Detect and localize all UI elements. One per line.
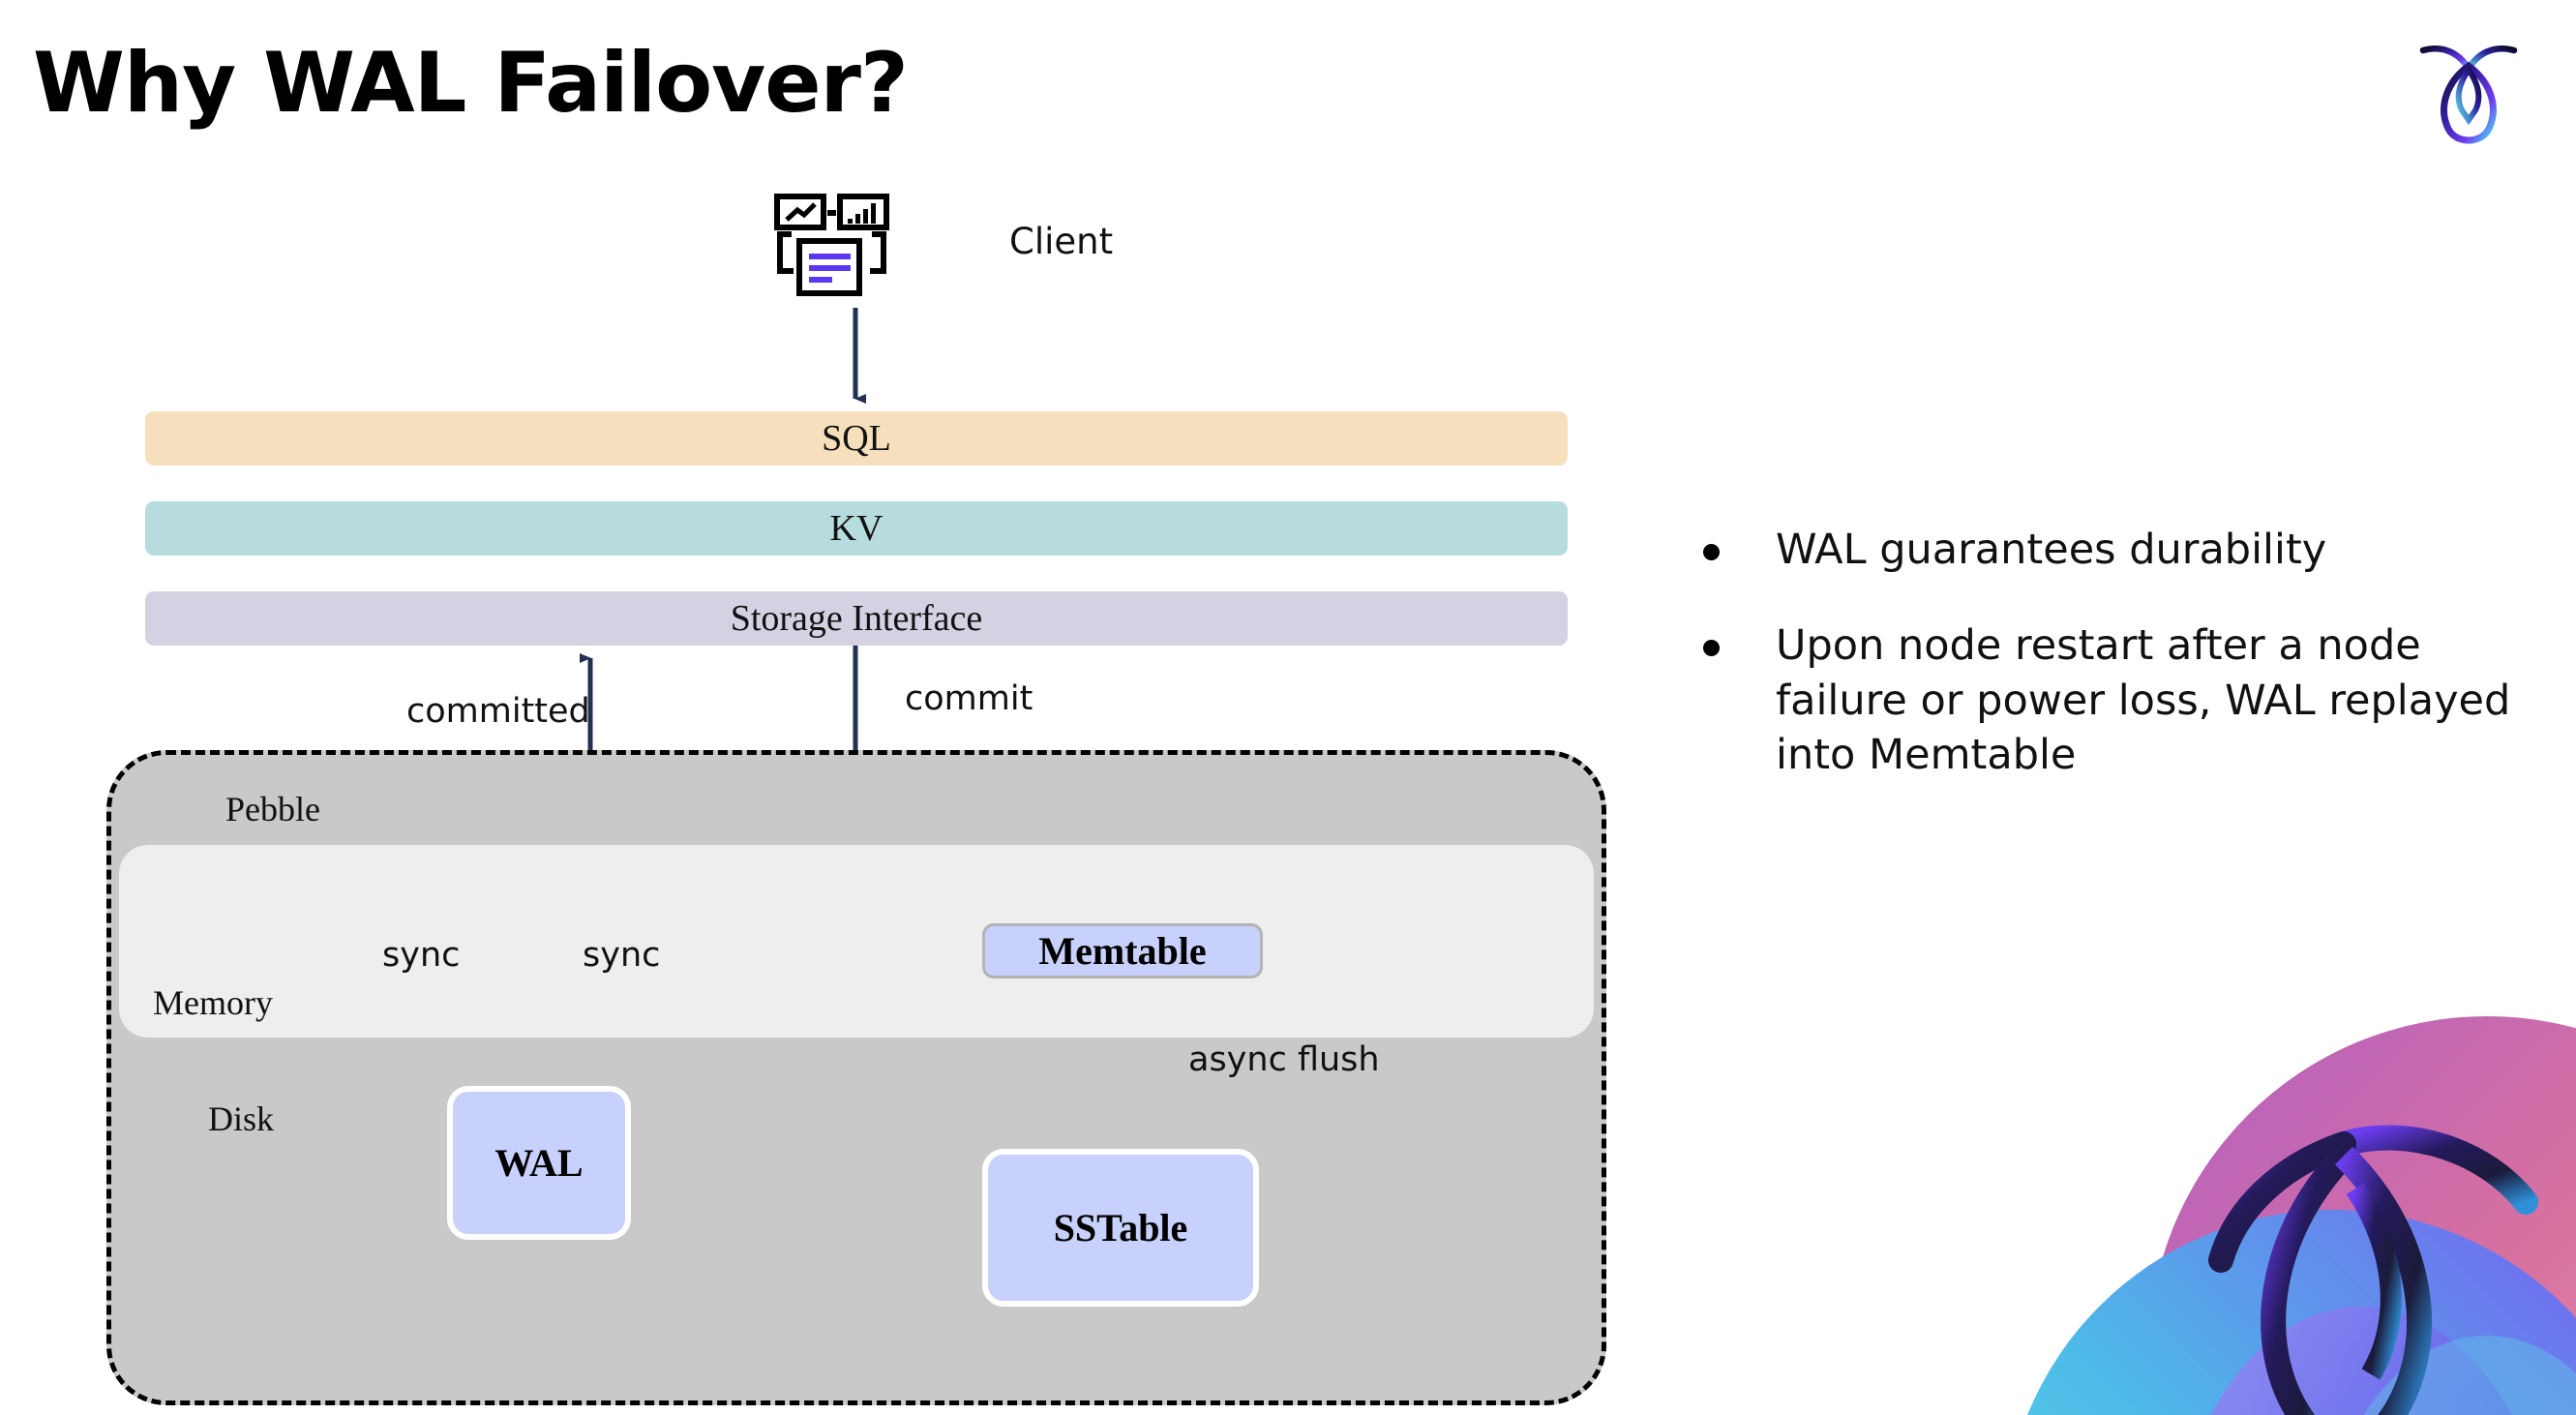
layer-label-storage: Storage Interface (730, 598, 983, 639)
edge-label-async-flush: async flush (1188, 1040, 1380, 1079)
client-dashboard-icon (774, 194, 889, 296)
node-label-wal: WAL (494, 1141, 584, 1185)
edge-label-sync-right: sync (583, 936, 661, 975)
layer-bar-kv: KV (145, 501, 1568, 556)
node-label-sstable: SSTable (1053, 1206, 1188, 1249)
layer-bar-storage: Storage Interface (145, 591, 1568, 646)
memory-zone (119, 845, 1594, 1038)
client-label: Client (1009, 221, 1114, 262)
decorative-gradient-circles (2027, 1016, 2576, 1415)
layer-label-sql: SQL (822, 418, 891, 459)
pebble-label: Pebble (225, 790, 320, 828)
architecture-diagram: Client SQL KV Storage Interface Pebble M… (106, 194, 1606, 1405)
node-label-memtable: Memtable (1038, 929, 1207, 973)
list-item: Upon node restart after a node failure o… (1703, 618, 2516, 783)
bullet-list: WAL guarantees durability Upon node rest… (1703, 523, 2516, 824)
node-wal: WAL (447, 1086, 631, 1240)
memory-label: Memory (153, 983, 273, 1022)
node-sstable: SSTable (982, 1149, 1259, 1307)
bullet-text: WAL guarantees durability (1776, 526, 2327, 574)
edge-label-committed: committed (406, 692, 590, 731)
bullet-text: Upon node restart after a node failure o… (1776, 620, 2511, 780)
layer-label-kv: KV (829, 508, 884, 549)
list-item: WAL guarantees durability (1703, 523, 2516, 578)
bullet-dot-icon (1703, 639, 1720, 656)
edge-label-sync-left: sync (382, 936, 461, 975)
edge-label-commit: commit (905, 679, 1033, 718)
page-title: Why WAL Failover? (33, 35, 909, 132)
cockroachdb-logo-icon (2419, 45, 2518, 148)
disk-label: Disk (208, 1099, 275, 1138)
node-memtable: Memtable (982, 923, 1263, 978)
layer-bar-sql: SQL (145, 411, 1568, 466)
bullet-dot-icon (1703, 544, 1720, 560)
